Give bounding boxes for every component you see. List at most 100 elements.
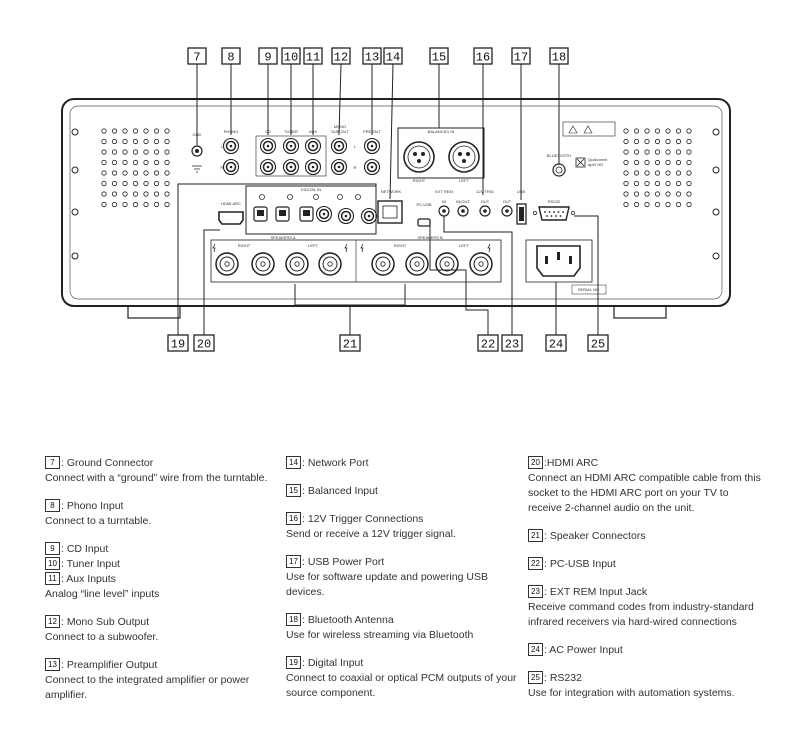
callout-box <box>258 47 278 65</box>
speaker-binding-post <box>251 252 275 276</box>
coax-jack <box>360 207 378 225</box>
network-port-socket <box>382 205 398 219</box>
vent-hole <box>143 180 149 187</box>
rs232-pin <box>562 211 564 213</box>
legend-entry: 22: PC-USB Input <box>528 557 764 572</box>
vent-hole <box>164 191 170 197</box>
legend-entry-title: 17: USB Power Port <box>286 555 522 570</box>
callout-box <box>281 47 301 65</box>
vent-grid-right <box>623 128 692 208</box>
aux-jack-l <box>304 137 322 155</box>
rca-inner-ring <box>363 210 375 222</box>
panel-screw <box>313 194 319 200</box>
legend-entry-title: 16: 12V Trigger Connections <box>286 512 522 527</box>
callout-leader <box>389 63 394 200</box>
chassis-screw <box>71 166 79 174</box>
legend-number-badge: 15 <box>286 484 301 497</box>
legend-label: AC Power Input <box>549 644 623 656</box>
legend-number-badge: 13 <box>45 658 60 671</box>
legend-number-badge: 25 <box>528 671 543 684</box>
vent-hole <box>153 180 160 187</box>
vent-hole <box>675 149 682 155</box>
vent-hole <box>132 159 139 166</box>
tuner-jack-l <box>282 137 300 155</box>
vent-hole <box>686 128 692 134</box>
vent-hole <box>101 180 107 187</box>
label-qualcomm: aptX HD <box>588 162 603 167</box>
vent-hole <box>665 128 671 134</box>
callout-bottom-22: 22 <box>477 334 499 352</box>
legend-entry-title: 8: Phono Input <box>45 499 277 514</box>
callout-top-14: 14 <box>383 47 403 65</box>
vent-hole <box>164 180 170 187</box>
callout-box <box>193 334 215 352</box>
callout-leader <box>574 215 599 335</box>
vent-hole <box>122 138 128 145</box>
vent-hole <box>122 191 128 197</box>
legend-entry-title: 9: CD Input <box>45 542 277 557</box>
legend-label: RS232 <box>549 672 582 684</box>
chassis-outline <box>61 98 731 307</box>
callout-number: 15 <box>432 51 446 65</box>
legend-number-badge: 14 <box>286 456 301 469</box>
rca-outer-ring <box>259 158 277 176</box>
speaker-binding-post-hole <box>478 261 484 267</box>
vent-hole <box>623 191 629 197</box>
chassis-screw <box>712 128 720 136</box>
rca-pin <box>322 212 326 216</box>
vent-hole <box>633 191 640 197</box>
vent-hole <box>132 170 139 176</box>
speaker-binding-post <box>405 252 429 276</box>
panel-screw <box>355 194 361 200</box>
rca-outer-ring <box>360 207 378 225</box>
vent-hole <box>644 138 650 145</box>
aux-jack-r <box>304 158 322 176</box>
legend-description: Connect to the integrated amplifier or p… <box>45 674 250 701</box>
speaker-binding-post <box>469 252 493 276</box>
vent-hole <box>675 170 682 176</box>
vent-hole <box>101 191 107 197</box>
vent-hole <box>122 180 128 187</box>
vent-hole <box>654 138 661 145</box>
mini-jack <box>501 205 513 217</box>
vent-hole <box>665 170 671 176</box>
speaker-binding-post-hole <box>380 261 386 267</box>
rca-outer-ring <box>222 158 240 176</box>
sub-out-jack-l <box>330 137 348 155</box>
label-speakers-b: SPEAKERS B <box>417 235 443 240</box>
vent-hole <box>164 138 170 145</box>
rca-inner-ring <box>318 208 330 220</box>
vent-hole <box>665 149 671 155</box>
label-pc-usb: PC-USB <box>416 202 431 207</box>
vent-hole <box>623 201 629 208</box>
ac-inlet-socket <box>536 245 581 277</box>
callout-bottom-25: 25 <box>587 334 609 352</box>
xlr-inner <box>452 145 476 169</box>
chassis-screw <box>712 252 720 260</box>
label-rs232: RS232 <box>548 199 561 204</box>
callout-box <box>221 47 241 65</box>
speaker-binding-post-hole <box>260 261 266 267</box>
label-xlr-right: RIGHT <box>413 178 426 183</box>
xlr-pin <box>421 152 425 156</box>
chassis-screw <box>712 208 720 216</box>
legend-entry: 15: Balanced Input <box>286 484 522 499</box>
label-spk-right: RIGHT <box>238 243 251 248</box>
rs232-screw <box>571 211 575 215</box>
callout-number: 25 <box>591 338 605 352</box>
legend-number-badge: 17 <box>286 555 301 568</box>
legend-label: Phono Input <box>66 500 124 512</box>
label-out-2: OUT <box>503 199 512 204</box>
label-tuner: TUNER <box>284 129 298 134</box>
callout-box <box>511 47 531 65</box>
callout-top-10: 10 <box>281 47 301 65</box>
vent-hole <box>686 191 692 197</box>
xlr-shell <box>403 141 435 173</box>
vent-hole <box>665 138 671 145</box>
vent-hole <box>686 159 692 166</box>
legend-description: Use for software update and powering USB… <box>286 571 488 598</box>
legend-label: Preamplifier Output <box>66 659 158 671</box>
